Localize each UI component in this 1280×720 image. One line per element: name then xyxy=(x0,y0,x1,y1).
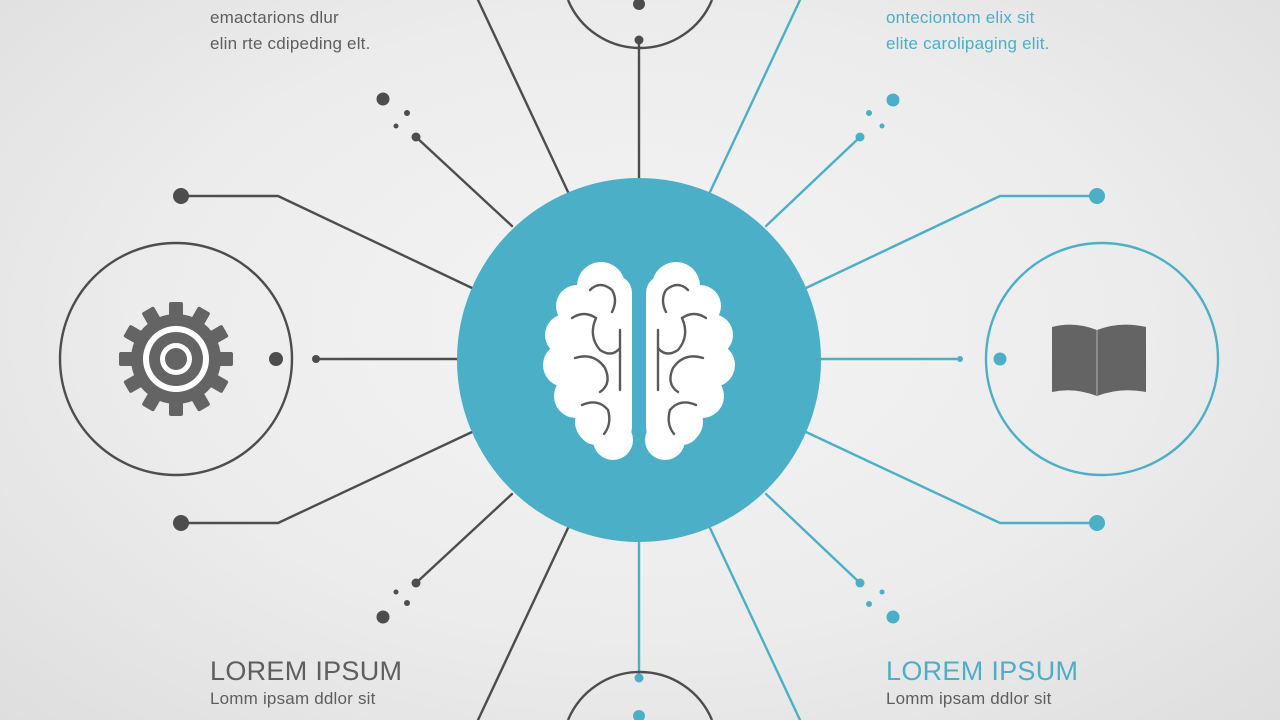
node-dot xyxy=(404,110,410,116)
node-dot xyxy=(411,132,421,142)
top-node-arc xyxy=(566,0,714,50)
node-dot xyxy=(633,0,645,10)
node-dot xyxy=(993,352,1007,366)
bottom-node-arc xyxy=(566,670,714,720)
connector-upper-left-diag xyxy=(414,135,514,228)
node-dot xyxy=(376,610,390,624)
node-dot xyxy=(633,710,645,720)
top-right-text-line-2: elite carolipaging elit. xyxy=(886,34,1050,53)
node-dot xyxy=(393,123,399,129)
brain-icon xyxy=(543,262,735,460)
connector-left-lower xyxy=(179,430,474,525)
node-dot xyxy=(269,352,283,366)
node-dot xyxy=(855,132,865,142)
dark-dots xyxy=(173,0,645,624)
node-dot xyxy=(879,589,885,595)
node-dot xyxy=(957,356,963,362)
top-left-text-line-2: elin rte cdipeding elt. xyxy=(210,34,371,53)
node-dot xyxy=(411,578,421,588)
bottom-left-text: LOREM IPSUM Lomm ipsam ddlor sit xyxy=(210,656,402,712)
gear-icon xyxy=(119,302,233,416)
connector-top-right-long xyxy=(708,0,802,194)
node-dot xyxy=(1089,188,1105,204)
node-dot xyxy=(393,589,399,595)
node-dot xyxy=(376,92,390,106)
book-icon xyxy=(1052,324,1146,396)
node-dot xyxy=(173,188,189,204)
central-node xyxy=(457,178,821,542)
connector-top-left-long xyxy=(476,0,570,194)
right-connectors xyxy=(637,0,1099,720)
connector-right-lower xyxy=(804,430,1099,525)
node-dot xyxy=(312,355,320,363)
bottom-right-body: Lomm ipsam ddlor sit xyxy=(886,689,1052,708)
right-node-ring xyxy=(984,241,1220,477)
bottom-left-body: Lomm ipsam ddlor sit xyxy=(210,689,376,708)
connector-right-upper xyxy=(804,194,1099,290)
node-dot xyxy=(879,123,885,129)
left-node-ring xyxy=(58,241,294,477)
connector-bottom-left-long xyxy=(476,526,570,720)
node-dot xyxy=(404,600,410,606)
teal-dots xyxy=(633,93,1105,720)
connector-lower-left-diag xyxy=(414,492,514,585)
node-dot xyxy=(634,35,644,45)
node-dot xyxy=(886,610,900,624)
node-dot xyxy=(855,578,865,588)
connector-lower-right-diag xyxy=(764,492,862,585)
bottom-right-text: LOREM IPSUM Lomm ipsam ddlor sit xyxy=(886,656,1078,712)
node-dot xyxy=(634,673,644,683)
bottom-right-heading: LOREM IPSUM xyxy=(886,656,1079,686)
top-right-text: onteciontom elix sit elite carolipaging … xyxy=(886,5,1050,57)
node-dot xyxy=(886,93,900,107)
top-left-text: emactarions dlur elin rte cdipeding elt. xyxy=(210,5,371,57)
left-connectors xyxy=(179,0,641,720)
bottom-left-heading: LOREM IPSUM xyxy=(210,656,403,686)
connector-left-upper xyxy=(179,194,474,290)
node-dot xyxy=(866,110,872,116)
connector-bottom-right-long xyxy=(708,526,802,720)
top-left-text-line-1: emactarions dlur xyxy=(210,8,339,27)
top-right-text-line-1: onteciontom elix sit xyxy=(886,8,1035,27)
node-dot xyxy=(173,515,189,531)
node-dot xyxy=(866,601,872,607)
node-dot xyxy=(1089,515,1105,531)
connector-upper-right-diag xyxy=(764,135,862,228)
